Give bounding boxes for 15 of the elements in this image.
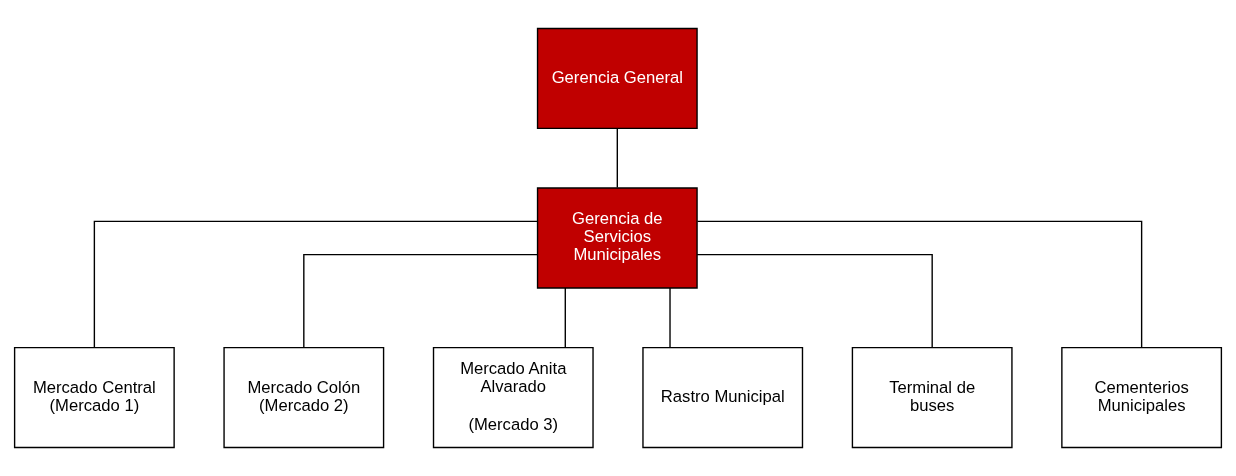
- node-box: Cementerios Municipales: [1061, 346, 1223, 449]
- connector: [696, 253, 933, 349]
- node-box: Mercado Colón (Mercado 2): [223, 346, 385, 449]
- connector: [696, 220, 1143, 349]
- connector: [303, 253, 539, 349]
- connector: [93, 220, 538, 349]
- connector: [616, 127, 618, 189]
- connector: [564, 287, 566, 348]
- node-box: Mercado Central (Mercado 1): [13, 346, 175, 449]
- node-box: Gerencia de Servicios Municipales: [536, 187, 698, 289]
- connector: [669, 287, 671, 348]
- node-box: Mercado Anita Alvarado (Mercado 3): [432, 346, 594, 449]
- node-box: Terminal de buses: [851, 346, 1013, 449]
- node-box: Gerencia General: [536, 27, 698, 130]
- node-box: Rastro Municipal: [642, 346, 804, 449]
